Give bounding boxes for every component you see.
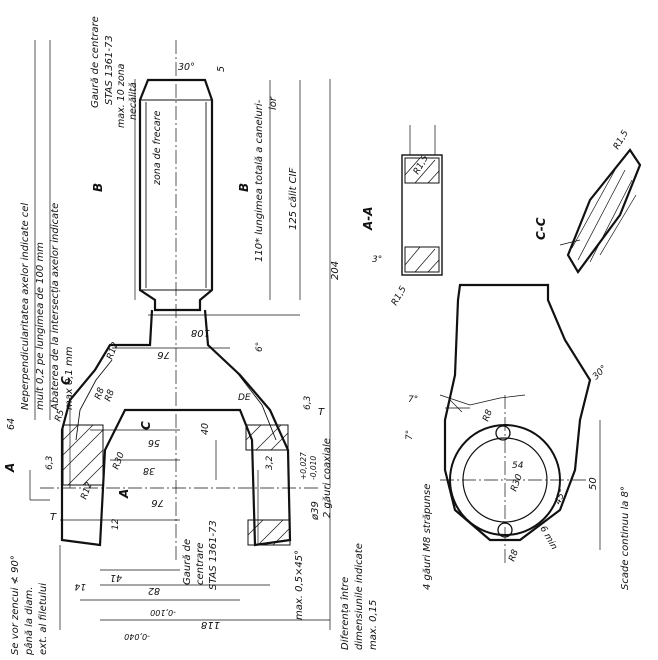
dim-r12-b: R12 [79,481,95,501]
note-intersection-line1: Abaterea de la intersecția axelor indica… [50,203,61,411]
dim-r8-end-bottom: R8 [507,548,521,563]
dim-108: 108 [191,327,210,338]
dim-82: 82 [148,585,160,596]
note-continuous-decrease: Scade continuu la 8° [620,486,631,590]
dim-118-tol-upper: -0,100 [150,608,176,617]
section-b-right-label: B [237,183,251,192]
dim-r12-a: R12 [105,341,121,361]
dim-204: 204 [330,261,341,280]
dim-t-right: T [318,407,325,418]
dim-5: 5 [216,66,227,72]
dim-r1-5-aa-a: R1,5 [412,153,431,176]
main-view-dimension-lines [59,79,331,630]
section-a-bottom-label: A [117,489,131,499]
dim-38: 38 [143,465,155,476]
right-ear-hatched-section [245,424,291,546]
note-centre-hole-top-line2: STAS 1361-73 [104,35,115,105]
dim-r8-a: R8 [93,386,107,401]
m8-hole-top [495,425,511,441]
section-a-top-label: A [3,463,17,473]
dim-50: 50 [588,477,599,490]
note-coaxial-holes: 2 găuri coaxiale [322,438,333,518]
dim-12: 12 [111,518,121,530]
section-cc-view [559,148,642,274]
dim-6min: 6 min [537,525,559,552]
dim-phi39-tol-lower: -0,010 [309,456,318,480]
dim-118-tol-lower: -0,040 [124,632,150,641]
left-note-leaders [29,40,51,501]
section-aa-label: A-A [361,206,375,231]
dim-76-lower: 76 [151,497,164,508]
dim-6deg: 6° [255,342,265,352]
dim-phi39-tol-upper: +0,027 [299,452,308,480]
dim-de: DE [238,393,251,403]
dim-r8-end-top: R8 [481,408,495,423]
end-view [439,283,601,565]
dim-6-3-right: 6,3 [303,395,313,410]
note-difference-line1: Diferența între [339,577,351,650]
note-perpendicularity-line1: Neperpendicularitatea axelor indicate ce… [20,203,31,410]
dim-54: 54 [512,461,524,471]
section-aa-view [401,125,443,276]
dim-76-upper: 76 [157,349,170,360]
dim-3-2: 3,2 [265,455,275,470]
section-c-upper-label: C [59,376,73,385]
note-difference-line3: max. 0,15 [368,600,379,650]
note-countersink-line2: până la diam. [23,587,35,656]
note-centre-hole-mid-line2: centrare [195,543,206,585]
section-c-lower-label: C [139,421,153,430]
note-spline-length-line1: 110* lungimea totală a caneluri- [254,99,265,262]
dim-t-left: T [50,512,57,523]
dim-6-3-left: 6,3 [45,455,55,470]
note-countersink-line1: Se vor zencui ≮ 90° [10,555,21,655]
note-finish-line2: necălită [128,82,139,120]
dim-7deg-bottom: 7° [405,430,415,440]
note-spline-length-line2: lor [268,96,279,110]
fork-body-outline [60,309,292,547]
note-finish-line1: max. 10 zona [116,63,127,128]
dim-14: 14 [74,581,86,591]
note-hardened: 125 călit CIF [288,168,299,230]
note-centre-hole-mid-line1: Gaură de [182,539,193,585]
dim-56: 56 [148,437,160,448]
dim-30deg: 30° [178,62,195,73]
dim-phi39: ø39 [310,501,321,521]
section-cc-label: C-C [534,217,548,240]
dim-64: 64 [6,418,17,430]
dim-30deg-end: 30° [591,364,609,382]
dim-40: 40 [200,423,211,435]
note-perpendicularity-line2: mult 0,2 pe lungimea de 100 mm [35,242,46,410]
note-countersink-line3: ext. al filetului [38,583,49,655]
note-intersection-line2: max 0,1 mm [64,346,75,410]
dim-r30-end: R30 [509,473,525,493]
note-friction-zone: zona de frecare [152,110,163,186]
note-chamfer: max. 0,5×45° [294,550,305,620]
dim-r8-b: R8 [103,388,117,403]
dim-r1-5-aa-b: R1,5 [390,284,409,307]
dim-118: 118 [201,619,220,630]
left-ear-hatched-section [62,424,104,486]
note-centre-hole-top-line1: Gaură de centrare [90,16,101,108]
note-m8-holes: 4 găuri M8 străpunse [422,484,433,590]
dim-r5: R5 [53,408,67,423]
note-difference-line2: dimensiunile indicate [354,543,365,650]
dim-r30: R30 [111,451,127,471]
dim-41: 41 [110,572,122,583]
section-b-left-label: B [91,183,105,192]
note-centre-hole-mid-line3: STAS 1361-73 [208,520,219,590]
dim-r1-5-cc: R1,5 [612,128,631,151]
dim-7deg-top: 7° [408,395,418,405]
dim-45deg: 45° [553,488,568,506]
dim-3deg: 3° [372,255,382,265]
